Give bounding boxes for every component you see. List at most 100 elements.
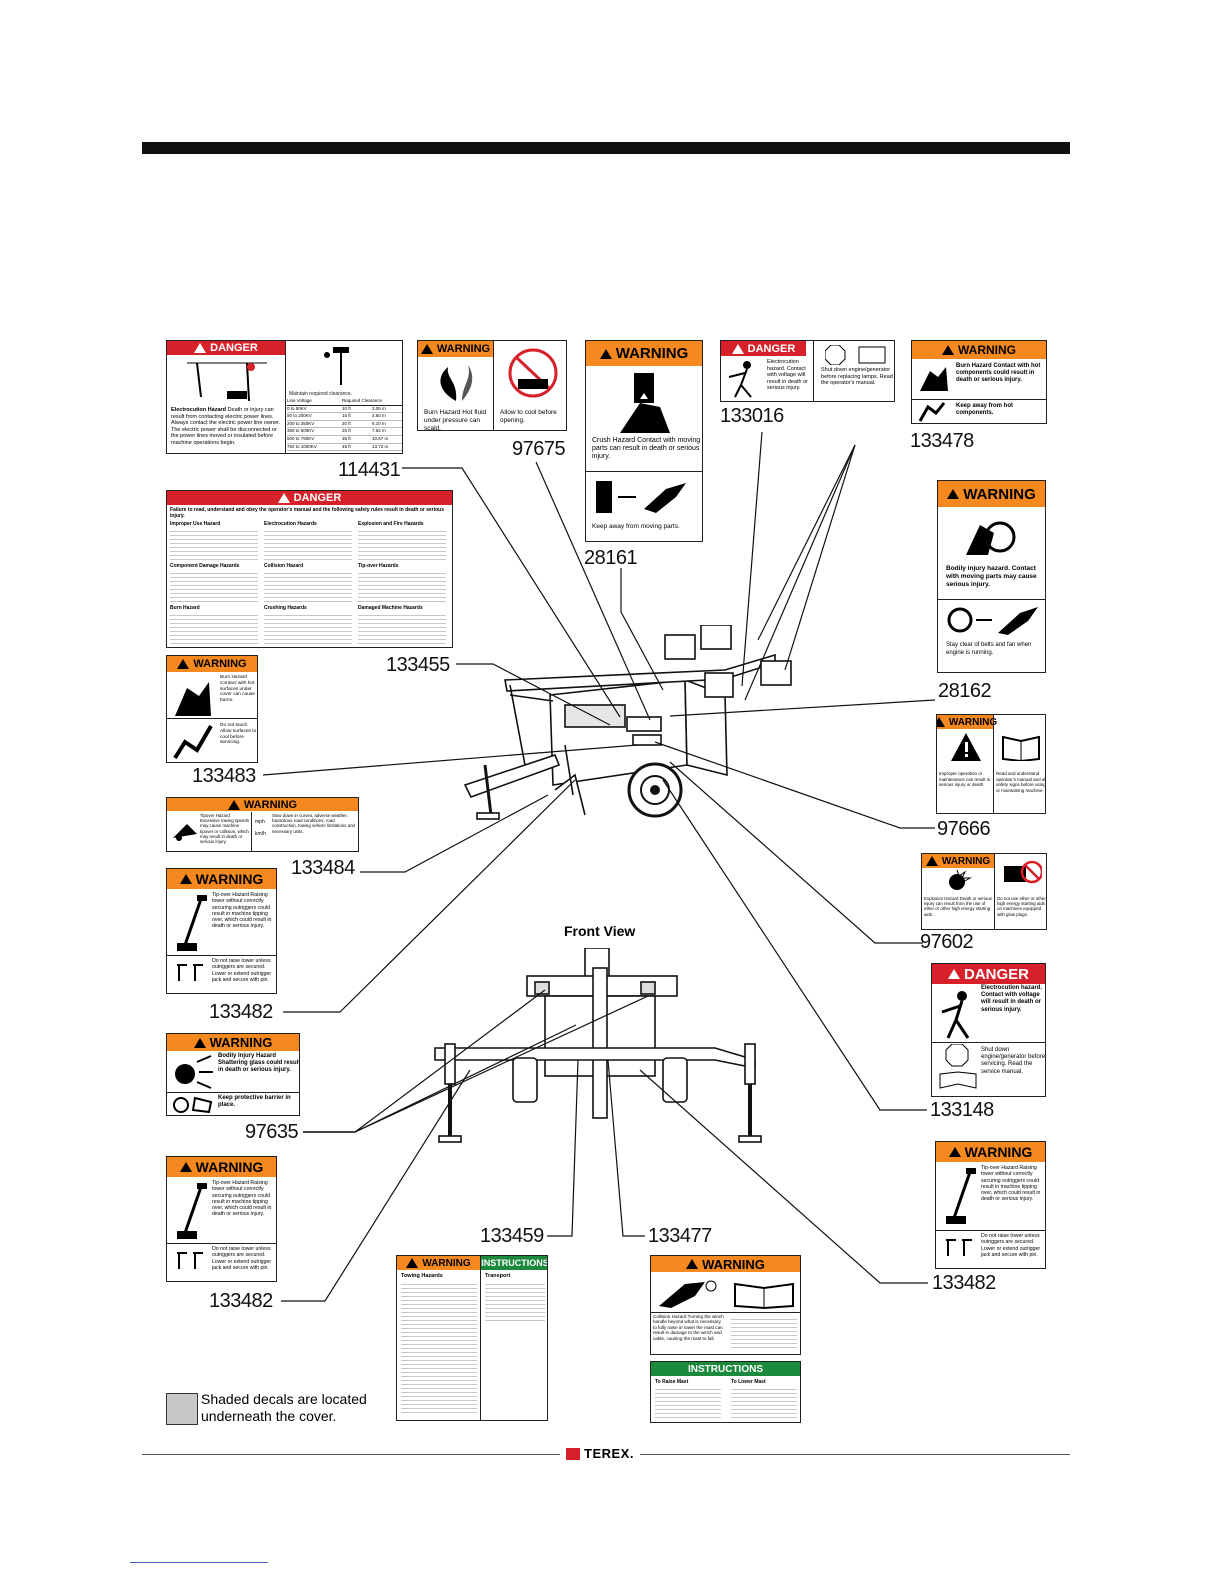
burn-hand-icon <box>920 367 948 391</box>
decal-133484: WARNING Tipover Hazard Excessive towing … <box>166 797 359 852</box>
callout-133148: 133148 <box>930 1099 994 1121</box>
callout-133482-left-top: 133482 <box>209 1001 273 1023</box>
warning-header: WARNING <box>167 869 276 889</box>
decal-133016: DANGER Electrocution hazard. Contact wit… <box>720 340 895 402</box>
alert-icon <box>194 343 207 353</box>
danger-header: DANGER <box>167 491 452 505</box>
no-ether-icon <box>1004 860 1042 884</box>
decal-133482-right: WARNING Tip-over Hazard Raising tower wi… <box>935 1141 1046 1269</box>
alert-icon <box>686 1259 699 1269</box>
caution-triangle-icon <box>951 733 981 761</box>
barrier-icon <box>173 1096 213 1114</box>
keep-clear-icon <box>947 607 1038 635</box>
callout-28162: 28162 <box>938 680 992 702</box>
alert-icon <box>942 345 954 355</box>
decal-97675: WARNING Burn Hazard Hot fluid under pres… <box>417 340 567 431</box>
alert-icon <box>925 856 938 866</box>
danger-header: DANGER <box>167 341 285 355</box>
alert-icon <box>193 1037 206 1048</box>
alert-icon <box>179 1162 192 1172</box>
outrigger-pin-icon <box>177 1252 203 1269</box>
crush-hand-icon <box>620 373 670 433</box>
front-view-caption: Front View <box>564 923 636 939</box>
alert-icon <box>179 874 192 884</box>
legend-swatch <box>166 1393 198 1425</box>
warning-header: WARNING <box>167 1157 276 1177</box>
alert-icon <box>420 344 433 354</box>
warning-header: WARNING <box>167 656 257 672</box>
alert-icon <box>177 659 190 669</box>
light-tower-icon <box>324 347 349 385</box>
legend-text: Shaded decals are located underneath the… <box>201 1391 367 1424</box>
instructions-header: INSTRUCTIONS <box>651 1362 800 1376</box>
callout-97635: 97635 <box>245 1121 299 1143</box>
hot-surface-icon <box>918 402 946 422</box>
warning-header: WARNING <box>397 1256 480 1270</box>
callout-133016: 133016 <box>720 405 784 427</box>
decal-97635: WARNING Bodily Injury Hazard Shattering … <box>166 1033 300 1116</box>
safety-section-heading: Electrocution Hazards <box>264 521 317 527</box>
hot-surface-icon <box>173 724 213 760</box>
outrigger-pin-icon <box>946 1239 972 1256</box>
footer-link-underline[interactable] <box>130 1562 268 1563</box>
warning-header: WARNING <box>936 1142 1045 1162</box>
decal-133482-left-top: WARNING Tip-over Hazard Raising tower wi… <box>166 868 277 994</box>
callout-133459: 133459 <box>480 1225 544 1247</box>
decal-133478: WARNING Burn Hazard Contact with hot com… <box>911 340 1047 424</box>
danger-header: DANGER <box>932 964 1045 984</box>
alert-icon <box>277 493 290 503</box>
danger-header: DANGER <box>721 341 806 356</box>
warning-header: WARNING <box>937 715 997 729</box>
callout-133484: 133484 <box>291 857 355 879</box>
safety-section-heading: Tip-over Hazards <box>358 563 399 569</box>
burn-hand-icon <box>175 682 211 716</box>
manual-book-icon <box>1002 735 1040 761</box>
tipover-mast-icon <box>177 1183 207 1239</box>
decal-133482-left-bottom: WARNING Tip-over Hazard Raising tower wi… <box>166 1156 277 1282</box>
decal-133477: WARNING Collision Hazard Turning the win… <box>650 1255 801 1355</box>
callout-114431: 114431 <box>338 459 401 481</box>
scald-icon <box>440 365 473 401</box>
decal-97602: WARNING Explosion Hazard Death or seriou… <box>921 853 1047 930</box>
explosion-icon <box>949 870 972 890</box>
stop-manual-icon <box>825 345 886 365</box>
warning-header: WARNING <box>167 798 358 811</box>
warning-header: WARNING <box>586 341 702 366</box>
callout-97666: 97666 <box>937 818 991 840</box>
warning-header: WARNING <box>418 341 493 357</box>
tipover-mast-icon <box>946 1168 976 1224</box>
callout-133477: 133477 <box>648 1225 712 1247</box>
light-tower-trailer-front-view <box>434 948 762 1143</box>
decal-133459: WARNING INSTRUCTIONS Towing Hazards Tran… <box>396 1255 548 1421</box>
electrocution-icon <box>728 361 752 398</box>
callout-28161: 28161 <box>584 547 638 569</box>
alert-icon <box>947 489 960 499</box>
tipover-trailer-icon <box>173 824 197 841</box>
safety-section-heading: Improper Use Hazard <box>170 521 221 527</box>
alert-icon <box>599 348 612 359</box>
callout-133483: 133483 <box>192 765 256 787</box>
terex-logo: TEREX. <box>560 1446 640 1461</box>
header-rule <box>142 142 1070 154</box>
callout-133455: 133455 <box>386 654 450 676</box>
fan-belt-icon <box>966 521 1016 555</box>
radiator-no-touch-icon <box>508 348 558 398</box>
decal-133477-instructions: INSTRUCTIONS To Raise Mast To Lower Mast <box>650 1361 801 1423</box>
safety-section-heading: Damaged Machine Hazards <box>358 605 423 611</box>
safety-section-heading: Burn Hazard <box>170 605 200 611</box>
decal-133483: WARNING Burn Hazard Contact with hot sur… <box>166 655 258 763</box>
alert-icon <box>937 717 945 727</box>
decal-114431: DANGER Electrocution Hazard Death or inj… <box>166 340 403 454</box>
alert-icon <box>227 799 240 810</box>
electrocution-icon <box>941 991 970 1039</box>
manual-book-icon <box>734 1282 794 1310</box>
decal-97666: WARNING Improper operation or maintenanc… <box>936 714 1046 814</box>
safety-section-heading: Collision Hazard <box>264 563 304 569</box>
decal-28162: WARNING Bodily injury hazard. Contact wi… <box>937 480 1046 673</box>
warning-header: WARNING <box>912 341 1046 359</box>
